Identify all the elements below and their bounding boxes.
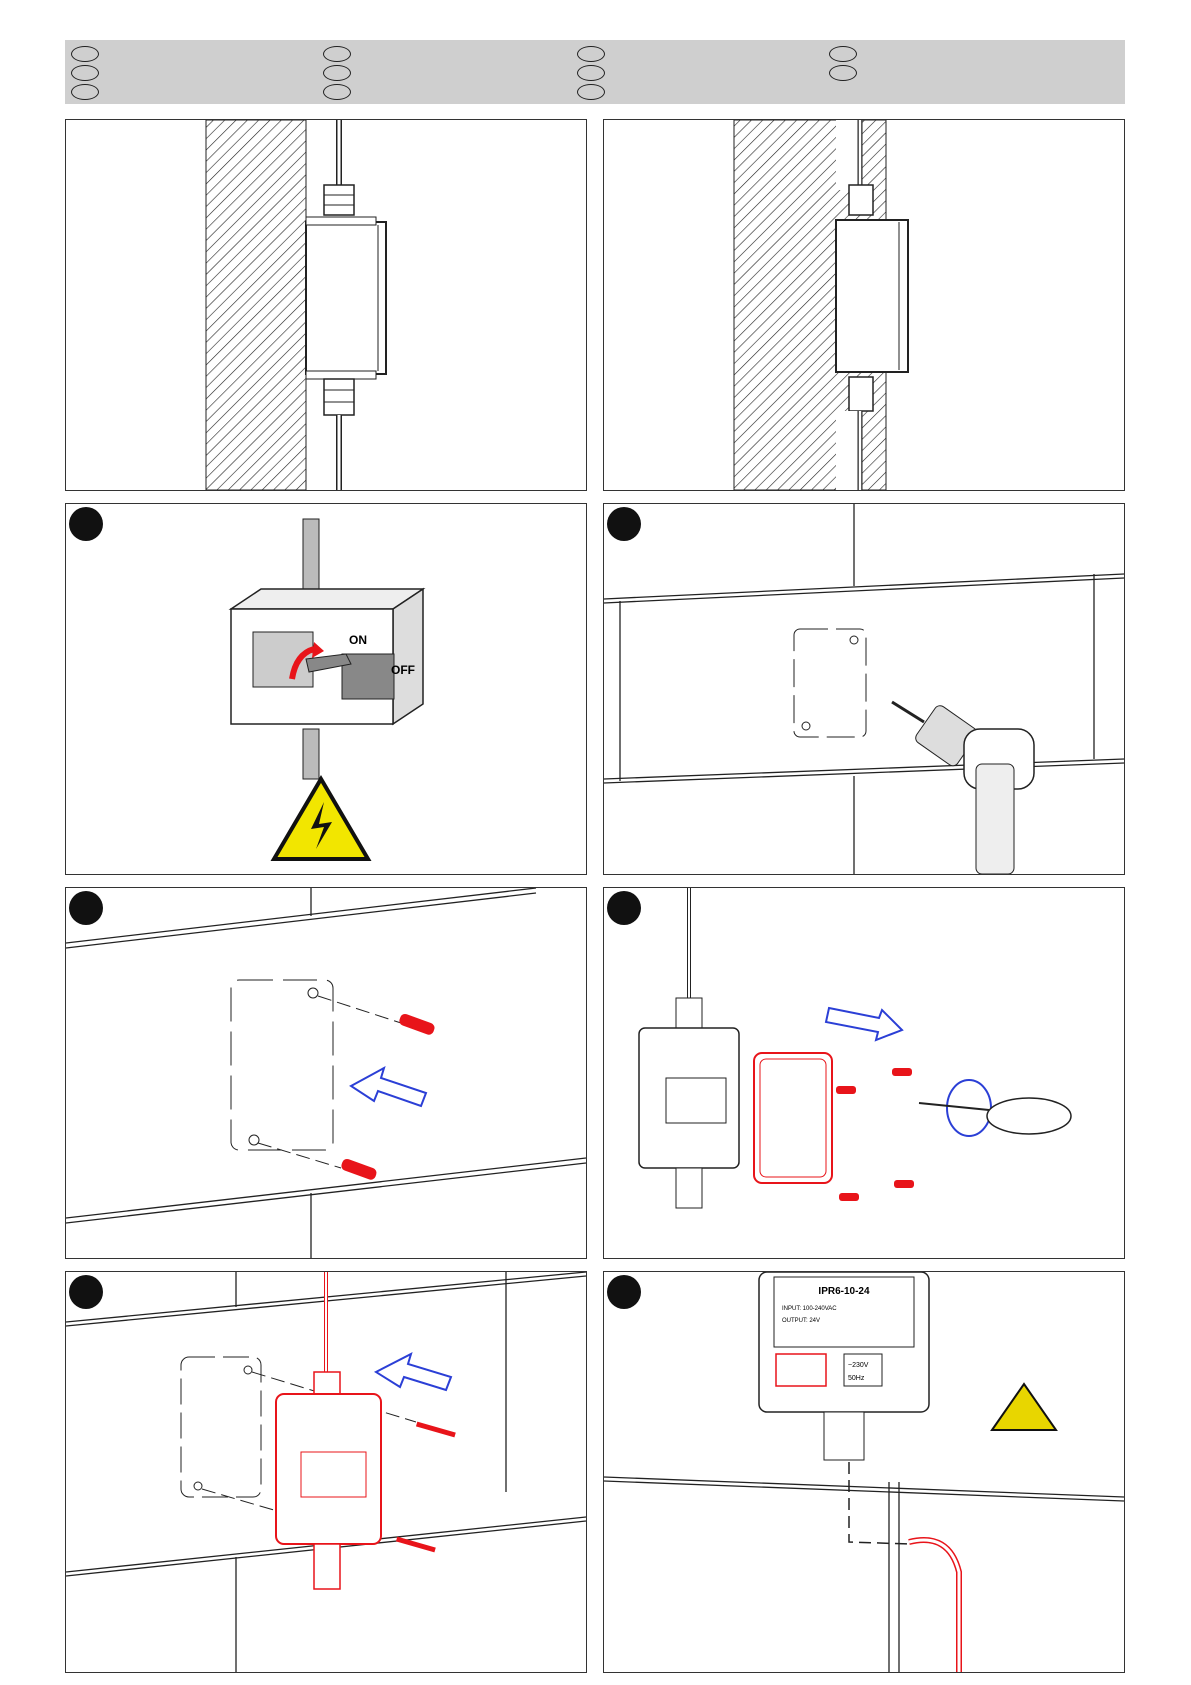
screwdriver-shaft (919, 1103, 989, 1110)
wall-tiles (604, 504, 1124, 874)
driver-input-label: INPUT: 100-240VAC (782, 1306, 837, 1312)
switch-off-label: OFF (391, 663, 415, 677)
language-flag-icon (829, 65, 857, 81)
language-flag-icon (577, 84, 605, 100)
mount-box-illustration (66, 1272, 586, 1672)
language-column-2 (323, 46, 351, 103)
high-voltage-warning-icon (274, 779, 368, 859)
direction-arrow-icon (826, 1008, 902, 1040)
panel-insert-plugs (65, 887, 587, 1259)
driver-output-label: OUTPUT: 24V (782, 1318, 820, 1324)
panel-open-box (603, 887, 1125, 1259)
driver-model-label: IPR6-10-24 (818, 1286, 870, 1297)
terminal-frequency-label: 50Hz (848, 1375, 865, 1382)
wall-tiles (66, 888, 586, 1258)
drill-template (794, 629, 866, 737)
cable-gland-bottom (824, 1412, 864, 1460)
screws (836, 1068, 914, 1201)
language-flag-icon (577, 46, 605, 62)
language-column-3 (577, 46, 605, 103)
language-flag-icon (323, 84, 351, 100)
cable-gland-bottom (324, 379, 354, 415)
terminal-voltage-label: ~230V (848, 1362, 869, 1369)
panel-recessed-mount (603, 119, 1125, 491)
wiring-illustration: IPR6-10-24 INPUT: 100-240VAC OUTPUT: 24V… (604, 1272, 1124, 1672)
direction-arrow-icon (351, 1068, 426, 1106)
language-flag-icon (577, 65, 605, 81)
wall-plug (398, 1013, 436, 1037)
power-switch-illustration: ON OFF (66, 504, 586, 874)
surface-mount-illustration (66, 120, 586, 490)
language-flag-icon (71, 65, 99, 81)
language-flag-icon (829, 46, 857, 62)
language-column-1 (71, 46, 99, 103)
panel-connect-power: IPR6-10-24 INPUT: 100-240VAC OUTPUT: 24V… (603, 1271, 1125, 1673)
drill-template (231, 980, 333, 1150)
language-flag-icon (71, 46, 99, 62)
wall-tiles (604, 1477, 1124, 1672)
recessed-mount-illustration (604, 120, 1124, 490)
language-column-4 (829, 46, 857, 84)
cable-gland-top (849, 185, 873, 215)
wall-plug (340, 1158, 378, 1182)
caution-triangle-icon (992, 1384, 1056, 1430)
panel-screw-box (65, 1271, 587, 1673)
terminal-block (776, 1354, 826, 1386)
wall-plugs-illustration (66, 888, 586, 1258)
direction-arrow-icon (376, 1354, 451, 1390)
language-flag-icon (323, 46, 351, 62)
panel-surface-mount (65, 119, 587, 491)
drill-template (181, 1357, 261, 1497)
cable-gland-top (324, 185, 354, 215)
switch-on-label: ON (349, 633, 367, 647)
wall-section (206, 120, 306, 490)
open-box-illustration (604, 888, 1124, 1258)
drill-icon (892, 702, 1034, 874)
mains-cable (909, 1540, 959, 1672)
drill-illustration (604, 504, 1124, 874)
panel-power-off: ON OFF (65, 503, 587, 875)
cable-gland-bottom (849, 377, 873, 411)
language-flag-icon (71, 84, 99, 100)
junction-box-side (306, 222, 386, 374)
panel-drill-holes (603, 503, 1125, 875)
screwdriver-handle-icon (987, 1098, 1071, 1134)
junction-box-side (836, 220, 908, 372)
screws (396, 1422, 456, 1553)
box-lid (754, 1053, 832, 1183)
language-flag-icon (323, 65, 351, 81)
language-header-bar (65, 40, 1125, 104)
